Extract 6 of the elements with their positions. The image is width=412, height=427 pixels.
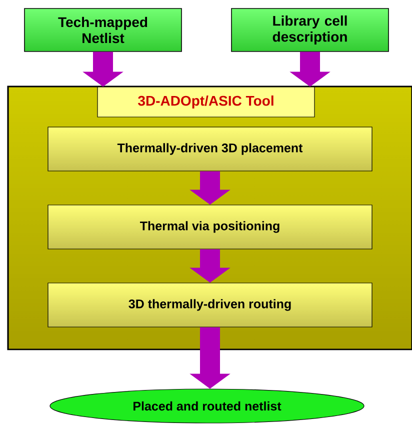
process-box: 3D thermally-driven routing xyxy=(48,282,372,328)
title-box: 3D-ADOpt/ASIC Tool xyxy=(97,86,315,118)
process-box: Thermal via positioning xyxy=(48,204,372,250)
input-box: Library cell description xyxy=(231,8,389,52)
input-box: Tech-mapped Netlist xyxy=(24,8,182,52)
process-box: Thermally-driven 3D placement xyxy=(48,126,372,172)
